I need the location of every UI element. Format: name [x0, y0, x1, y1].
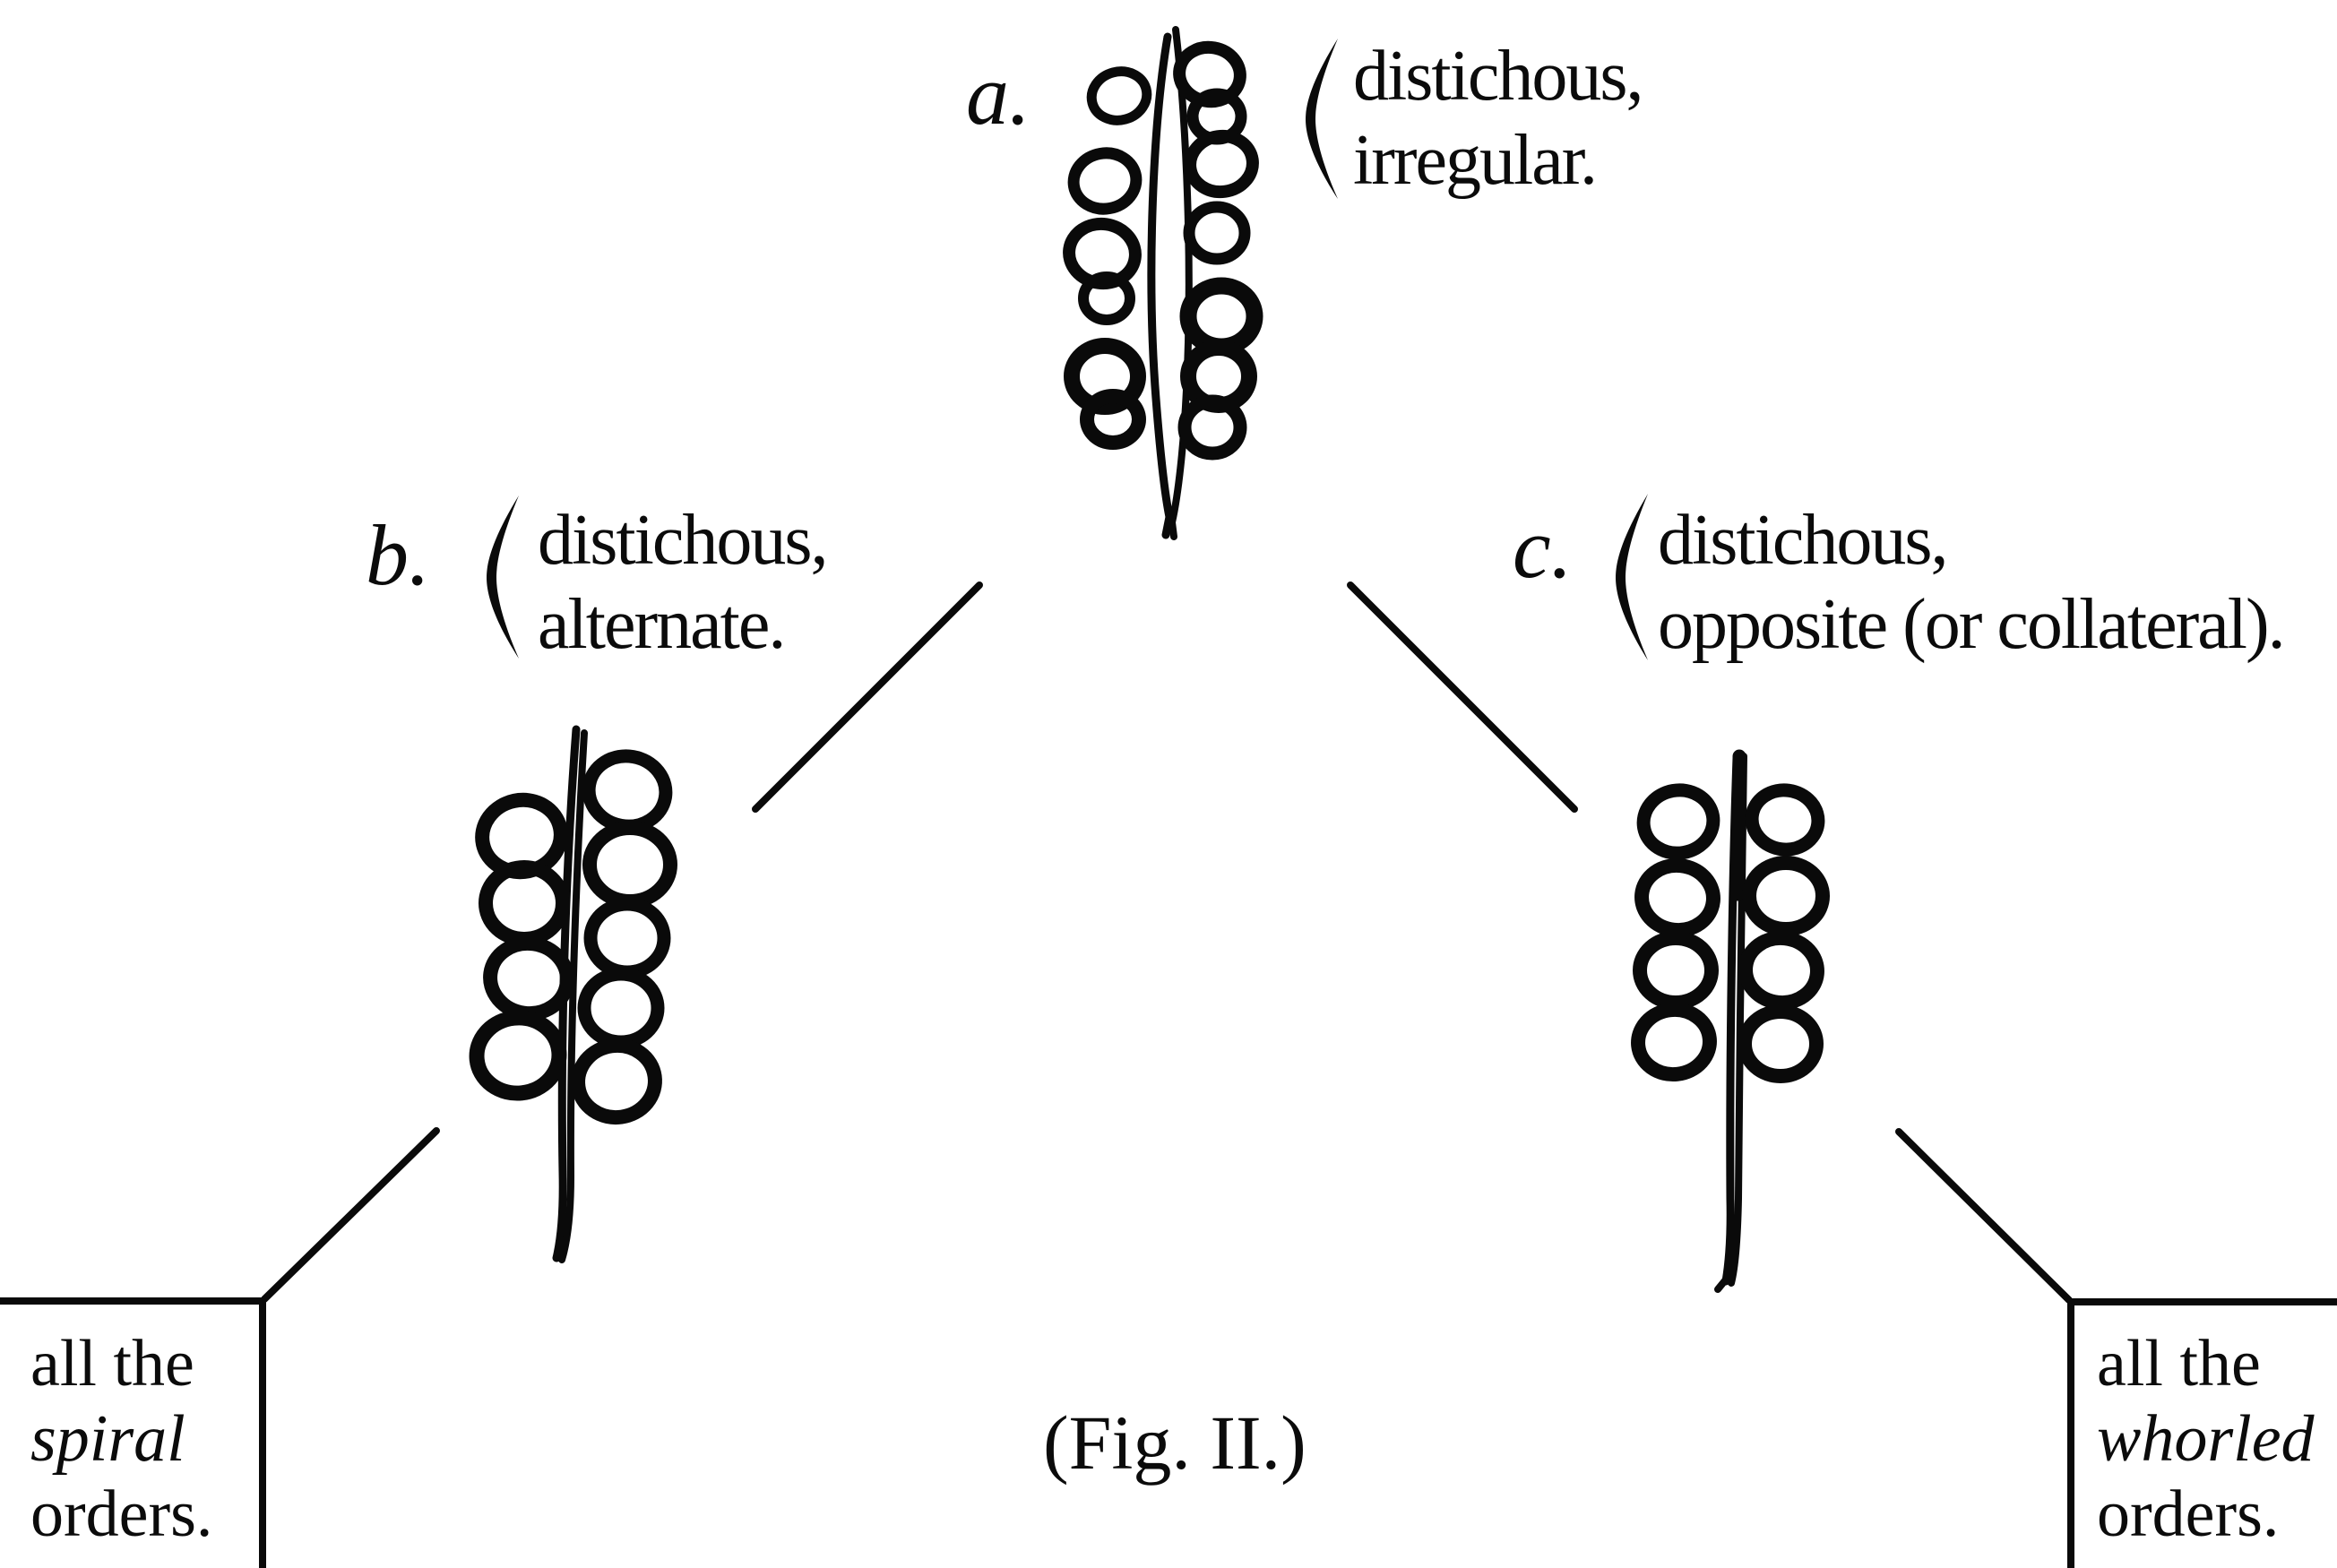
leaf-circle: [1080, 389, 1146, 450]
spiral-box-line3: orders.: [30, 1478, 213, 1551]
whorled-box-border: [2067, 1298, 2337, 1568]
leaf-circle: [1738, 1004, 1824, 1083]
stem-line-thick-top: [1730, 749, 1746, 901]
open-paren-shape: [1306, 39, 1338, 199]
leaf-circles: [1063, 40, 1263, 461]
connector-a-to-c-line: [1347, 582, 1578, 813]
stem-lines: [1147, 26, 1193, 540]
leaf-circle: [1064, 338, 1146, 415]
node-c-open-paren-icon: [1616, 494, 1648, 660]
leaf-circles: [1631, 783, 1830, 1083]
leaf-circle: [469, 1010, 567, 1101]
node-a-caption-line2: irregular.: [1353, 121, 1598, 200]
connector-a-to-b-line: [752, 582, 983, 813]
stem-line: [1168, 26, 1193, 540]
leaf-circle: [1742, 856, 1830, 936]
whorled-box-line3: orders.: [2097, 1478, 2280, 1551]
spiral-box-text: all the spiral orders.: [30, 1326, 212, 1552]
connector-b-to-spiral-box-line: [261, 1127, 440, 1303]
leaf-circle: [1086, 66, 1152, 125]
leaf-circle: [582, 821, 677, 909]
node-c-sketch-distichous-opposite: [1631, 749, 1830, 1293]
spiral-box-border: [0, 1297, 266, 1568]
leaf-circle: [1636, 783, 1720, 860]
leaf-circles: [469, 749, 677, 1125]
node-b-sketch-distichous-alternate: [469, 725, 677, 1263]
whorled-box-line2: whorled: [2097, 1402, 2315, 1476]
leaf-circle: [1184, 129, 1259, 199]
leaf-circle: [1177, 394, 1247, 461]
stem-line: [558, 729, 588, 1263]
spiral-box-line1: all the: [30, 1327, 194, 1400]
node-c-caption-line2: opposite (or collateral).: [1658, 585, 2286, 664]
leaf-circle: [1067, 147, 1143, 215]
leaf-circle: [571, 1038, 662, 1125]
leaf-circle: [582, 749, 673, 833]
stem-lines: [1714, 749, 1747, 1293]
spiral-box-line2: spiral: [30, 1402, 185, 1476]
leaf-circle: [1179, 277, 1263, 356]
node-b-open-paren-icon: [487, 495, 519, 659]
leaf-circle: [583, 897, 671, 979]
leaf-circle: [1738, 930, 1824, 1011]
node-a-sketch-distichous-irregular: [1063, 26, 1263, 540]
node-b-caption-line1: distichous,: [538, 501, 828, 580]
leaf-circle: [483, 935, 574, 1021]
node-b-caption-line2: alternate.: [538, 585, 786, 664]
leaf-circle: [1634, 857, 1720, 938]
figure-caption: (Fig. II.): [1043, 1400, 1306, 1486]
node-a-label: a.: [966, 47, 1031, 142]
open-paren-shape: [1616, 494, 1648, 660]
leaf-circle: [1078, 271, 1135, 325]
node-c-caption: distichous, opposite (or collateral).: [1658, 498, 2286, 667]
node-c-label: c.: [1513, 500, 1573, 596]
whorled-box-text: all the whorled orders.: [2097, 1326, 2315, 1552]
node-b-caption: distichous, alternate.: [538, 498, 828, 667]
node-a-caption: distichous, irregular.: [1353, 34, 1643, 202]
leaf-circle: [1183, 201, 1251, 265]
open-paren-shape: [487, 495, 519, 659]
whorled-box-line1: all the: [2097, 1327, 2261, 1400]
node-a-caption-line1: distichous,: [1353, 37, 1643, 116]
stem-base-hook: [1714, 1276, 1729, 1293]
node-a-open-paren-icon: [1306, 39, 1338, 199]
stem-line: [1147, 32, 1174, 539]
leaf-circle: [1745, 783, 1825, 857]
node-c-caption-line1: distichous,: [1658, 501, 1948, 580]
node-b-label: b.: [366, 507, 430, 603]
connector-c-to-whorled-box-line: [1895, 1128, 2073, 1304]
leaf-circle: [1633, 931, 1719, 1010]
leaf-circle: [577, 967, 665, 1049]
leaf-circle: [1631, 1002, 1717, 1082]
